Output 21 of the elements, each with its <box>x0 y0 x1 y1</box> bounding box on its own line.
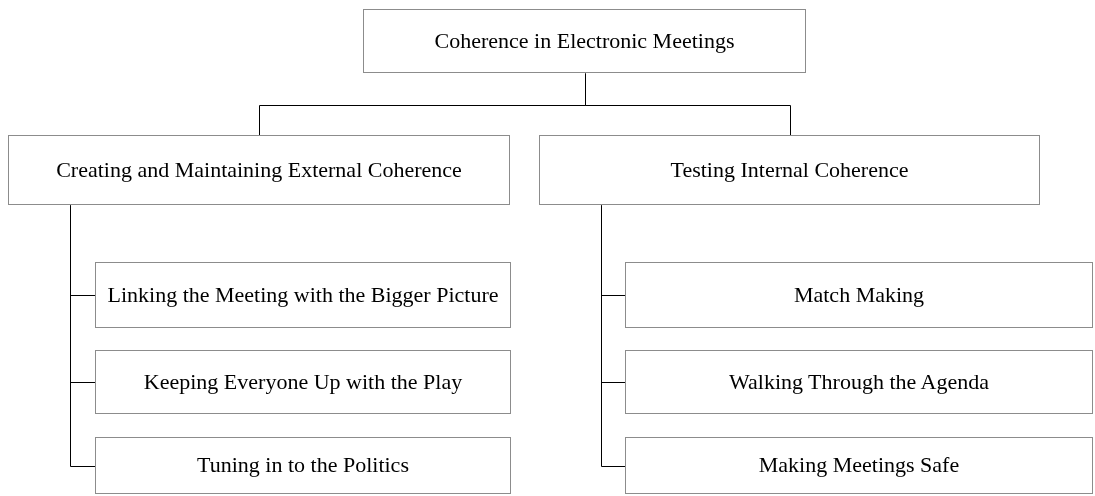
box-label: Keeping Everyone Up with the Play <box>143 369 463 395</box>
box-label: Coherence in Electronic Meetings <box>434 28 735 54</box>
box-label: Linking the Meeting with the Bigger Picture <box>107 282 499 308</box>
tree-box <box>625 437 1093 494</box>
box-label: Walking Through the Agenda <box>729 369 989 395</box>
box-label: Making Meetings Safe <box>758 453 960 478</box>
tree-box <box>539 135 1040 205</box>
tree-box <box>625 262 1093 328</box>
tree-box <box>95 350 511 414</box>
box-label: Creating and Maintaining External Coherence <box>56 157 462 183</box>
tree-box <box>95 437 511 494</box>
tree-box <box>363 9 806 73</box>
tree-box <box>625 350 1093 414</box>
tree-box <box>95 262 511 328</box>
box-label: Testing Internal Coherence <box>670 157 909 183</box>
connector-line <box>585 73 791 136</box>
box-label: Tuning in to the Politics <box>197 453 409 478</box>
connector-line <box>601 205 626 467</box>
connector-line <box>70 205 96 467</box>
box-label: Match Making <box>793 282 925 308</box>
tree-box <box>8 135 510 205</box>
